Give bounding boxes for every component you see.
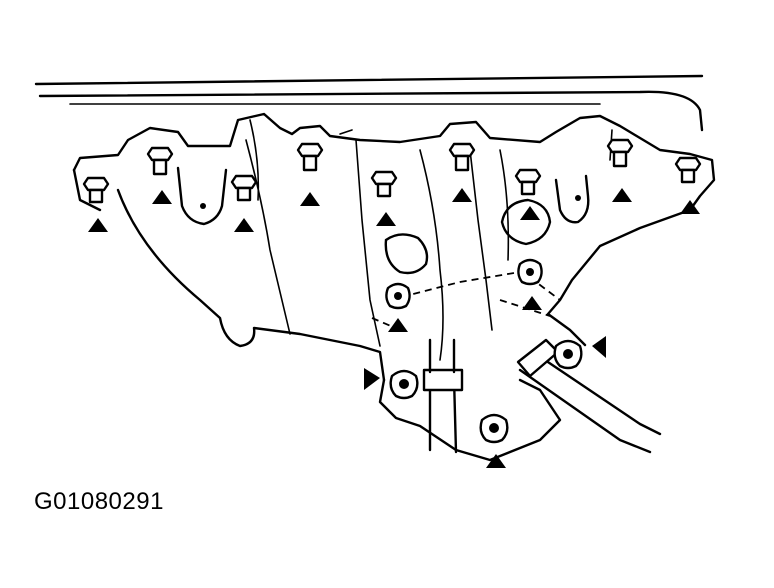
bolt-1 (82, 176, 110, 204)
arrow-6 (452, 188, 472, 202)
bolt-3 (230, 174, 258, 202)
bolt-6 (448, 142, 476, 172)
arrow-11 (522, 296, 542, 310)
figure-code-label: G01080291 (34, 488, 164, 515)
arrow-5 (376, 212, 396, 226)
bolt-9 (674, 156, 702, 184)
bolt-7 (514, 168, 542, 196)
manifold-body (72, 112, 716, 382)
bolt-14 (479, 413, 509, 444)
arrow-10 (388, 318, 408, 332)
arrow-12 (364, 368, 380, 390)
bolt-4 (296, 142, 324, 172)
bolt-11 (517, 258, 543, 286)
bolt-group (82, 138, 702, 444)
arrow-4 (300, 192, 320, 206)
lower-flange (378, 338, 562, 462)
bolt-13 (553, 339, 583, 370)
pointer-arrows (88, 188, 700, 468)
arrow-7 (520, 206, 540, 220)
bolt-10 (385, 282, 411, 310)
sensor-tube (516, 338, 662, 454)
arrow-2 (152, 190, 172, 204)
arrow-8 (612, 188, 632, 202)
bolt-2 (146, 146, 174, 176)
arrow-9 (680, 200, 700, 214)
bolt-8 (606, 138, 634, 168)
arrow-14 (486, 454, 506, 468)
arrow-13 (592, 336, 606, 358)
bolt-5 (370, 170, 398, 198)
arrow-3 (234, 218, 254, 232)
cylinder-head-edge (34, 74, 704, 132)
bolt-12 (389, 369, 419, 400)
arrow-1 (88, 218, 108, 232)
